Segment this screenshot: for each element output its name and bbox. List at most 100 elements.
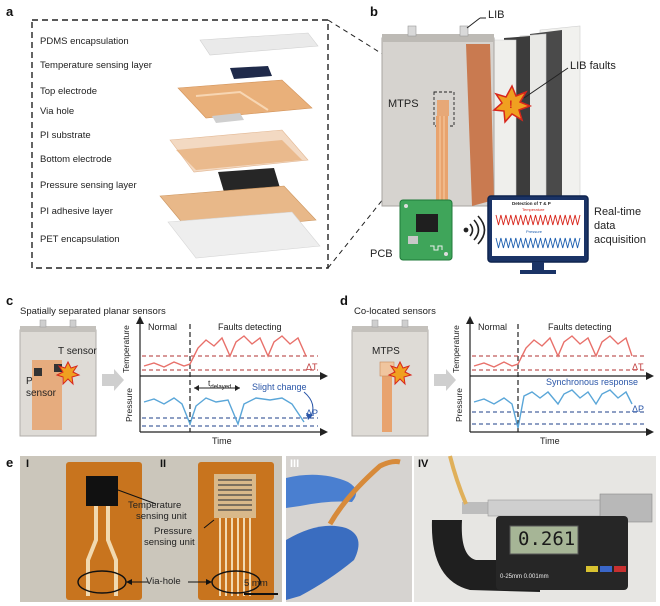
panel-e-label: e	[6, 455, 14, 470]
layer-label-bottom-electrode: Bottom electrode	[40, 154, 112, 165]
c-t-delayed-sub: delayed	[210, 384, 232, 391]
c-t-sensor	[54, 364, 62, 372]
realtime-label-3: acquisition	[594, 234, 646, 246]
battery-terminal-right	[459, 25, 469, 37]
d-sync: Synchronous response	[546, 377, 639, 387]
d-fault-burst-icon	[387, 360, 413, 386]
c-slight-change: Slight change	[252, 382, 307, 392]
c-delta-t: ΔT	[306, 362, 318, 372]
c-t-delayed-main: t	[208, 378, 211, 388]
c-pressure-curve	[143, 397, 305, 427]
d-normal-label: Normal	[478, 322, 508, 332]
c-t-delayed: tdelayed	[208, 378, 231, 391]
c-fault-burst-icon	[55, 360, 81, 386]
panel-a-dashed-box	[31, 19, 329, 269]
e-sensor-i-film	[66, 462, 142, 600]
panel-c-label: c	[6, 293, 14, 308]
c-p-sensor-label-2: sensor	[26, 388, 57, 399]
panel-b-label: b	[370, 4, 378, 19]
monitor-stand	[532, 262, 544, 270]
e-temp-unit-label-1: Temperature	[128, 500, 182, 511]
mtps-small-box	[433, 91, 455, 127]
layer-pdms	[199, 32, 319, 56]
layer-label-top-electrode: Top electrode	[40, 86, 98, 97]
layer-temp-sensing	[230, 66, 272, 79]
c-temperature-curve	[143, 335, 307, 368]
lib-label: LIB	[488, 9, 505, 21]
battery-top	[382, 34, 494, 42]
e-scale-label: 5 mm	[244, 578, 268, 589]
realtime-label-2: data	[594, 220, 616, 232]
e-micrometer-range: 0-25mm 0.001mm	[500, 574, 549, 580]
layer-label-pdms: PDMS encapsulation	[40, 36, 129, 47]
mtps-sensor-head	[437, 100, 449, 116]
zoom-line-bottom	[327, 127, 441, 269]
d-delta-t: ΔT	[632, 362, 644, 372]
e-sensor-i-temp-unit	[86, 476, 118, 506]
wireless-signal-icon	[463, 215, 486, 245]
mtps-label: MTPS	[388, 98, 419, 110]
layer-label-via: Via hole	[40, 106, 75, 117]
layer-label-pi-adhesive: PI adhesive layer	[40, 206, 113, 217]
d-xlabel: Time	[540, 436, 560, 446]
top-electrode-traces	[195, 90, 269, 111]
battery-terminal-left	[407, 25, 417, 37]
monitor-title: Detection of T & P	[512, 201, 551, 206]
c-arrow-icon	[102, 369, 124, 391]
e-glove-lower	[286, 525, 359, 600]
c-delta-p: ΔP	[306, 408, 319, 418]
e-sub-iii: III	[290, 458, 300, 470]
e-sub-ii: II	[160, 458, 167, 470]
monitor-pressure-trace	[495, 237, 581, 249]
realtime-label-1: Real-time	[594, 206, 642, 218]
monitor-temp-label: Temperature	[522, 207, 545, 212]
layer-bottom-electrode	[176, 140, 302, 170]
monitor-temperature-trace	[495, 214, 581, 226]
e-sensor-ii-pressure-unit	[214, 474, 256, 518]
monitorPressure-line	[495, 237, 581, 249]
d-pressure-curve	[473, 389, 633, 429]
monitorTemp-line	[495, 214, 581, 226]
c-xlabel: Time	[212, 436, 232, 446]
fault-burst-icon	[492, 84, 533, 124]
monitor-pressure-label: Pressure	[526, 229, 543, 234]
e-temp-unit-label-2: sensing unit	[136, 511, 187, 522]
e-press-unit-label-1: Pressure	[154, 526, 193, 537]
c-t-sensor-label: T sensor	[58, 346, 97, 357]
e-micrometer-lcd	[509, 525, 579, 555]
layer-label-temp: Temperature sensing layer	[40, 60, 152, 71]
c-normal-label: Normal	[148, 322, 178, 332]
layer-label-pi-substrate: PI substrate	[40, 130, 91, 141]
e-micrometer-anvil	[462, 502, 488, 514]
monitor-base	[520, 270, 556, 274]
layer-top-electrode	[177, 79, 313, 119]
svg-text:!: !	[509, 99, 513, 111]
e-glove-upper	[286, 474, 357, 508]
layer-pressure-sensing	[218, 168, 280, 192]
d-flex-cable	[382, 364, 392, 432]
panel-a-label: a	[6, 4, 14, 19]
copper-sheet	[466, 44, 494, 206]
layer-pet	[167, 211, 321, 259]
d-mtps-label: MTPS	[372, 346, 400, 357]
c-p-sensor	[34, 368, 42, 376]
e-press-unit-label-2: sensing unit	[144, 537, 195, 548]
lib-faults-label: LIB faults	[570, 60, 616, 72]
e-sub-iv: IV	[418, 458, 429, 470]
e-film-strip	[448, 455, 468, 505]
e-sub-i: I	[26, 458, 30, 470]
d-faults-label: Faults detecting	[548, 322, 612, 332]
layer-label-pressure: Pressure sensing layer	[40, 180, 137, 191]
c-faults-label: Faults detecting	[218, 322, 282, 332]
d-arrow-icon	[434, 369, 456, 391]
c-p-sensor-label-1: P	[26, 376, 33, 387]
d-delta-p: ΔP	[632, 404, 645, 414]
mtps-flex-cable	[436, 116, 448, 202]
panel-d-title: Co-located sensors	[354, 306, 436, 317]
panel-c-title: Spatially separated planar sensors	[20, 306, 166, 317]
